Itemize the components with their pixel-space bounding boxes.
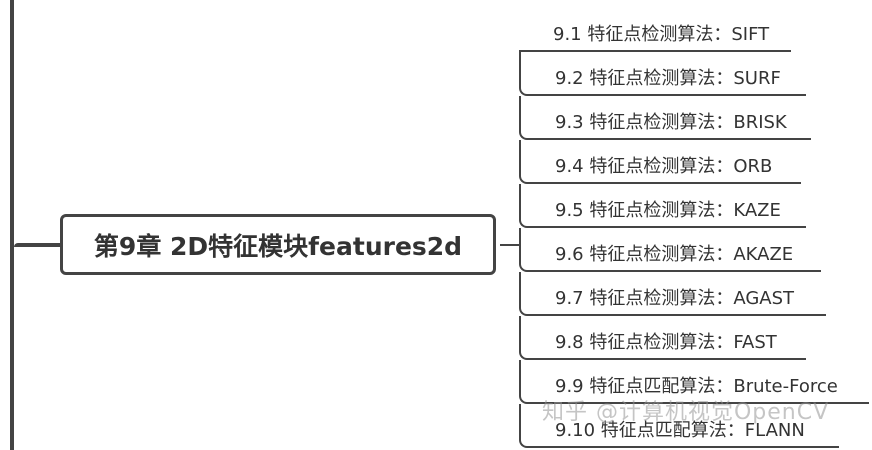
subtopic-label: 9.1 特征点检测算法：SIFT (553, 24, 770, 45)
subtopic-item[interactable]: 9.10 特征点匹配算法：FLANN (519, 404, 839, 448)
subtopic-item[interactable]: 9.8 特征点检测算法：FAST (519, 316, 806, 360)
subtopic-label: 9.2 特征点检测算法：SURF (555, 68, 781, 89)
subtopic-label: 9.5 特征点检测算法：KAZE (555, 200, 781, 221)
subtopic-item[interactable]: 9.3 特征点检测算法：BRISK (519, 96, 811, 140)
subtopic-label: 9.9 特征点匹配算法：Brute-Force (555, 376, 838, 397)
subtopic-item[interactable]: 9.4 特征点检测算法：ORB (519, 140, 801, 184)
subtopic-item[interactable]: 9.9 特征点匹配算法：Brute-Force (519, 360, 869, 404)
subtopic-item[interactable]: 9.2 特征点检测算法：SURF (519, 52, 806, 96)
subtopic-item[interactable]: 9.6 特征点检测算法：AKAZE (519, 228, 821, 272)
branch-connector (14, 243, 62, 247)
subtopic-item[interactable]: 9.1 特征点检测算法：SIFT (519, 8, 791, 52)
subtopic-label: 9.6 特征点检测算法：AKAZE (555, 244, 794, 265)
subtopic-label: 9.4 特征点检测算法：ORB (555, 156, 773, 177)
subtopic-item[interactable]: 9.7 特征点检测算法：AGAST (519, 272, 826, 316)
subtopic-label: 9.3 特征点检测算法：BRISK (555, 112, 787, 133)
subtopic-label: 9.10 特征点匹配算法：FLANN (555, 420, 805, 441)
root-topic-label: 第9章 2D特征模块features2d (93, 231, 463, 261)
subtopic-item[interactable]: 9.5 特征点检测算法：KAZE (519, 184, 806, 228)
subtopic-label: 9.8 特征点检测算法：FAST (555, 332, 777, 353)
trunk-line (10, 0, 14, 450)
root-topic[interactable]: 第9章 2D特征模块features2d (60, 214, 496, 275)
subtopic-connector (500, 244, 520, 246)
watermark: 知乎 @计算机视觉OpenCV (542, 400, 830, 425)
subtopic-label: 9.7 特征点检测算法：AGAST (555, 288, 795, 309)
